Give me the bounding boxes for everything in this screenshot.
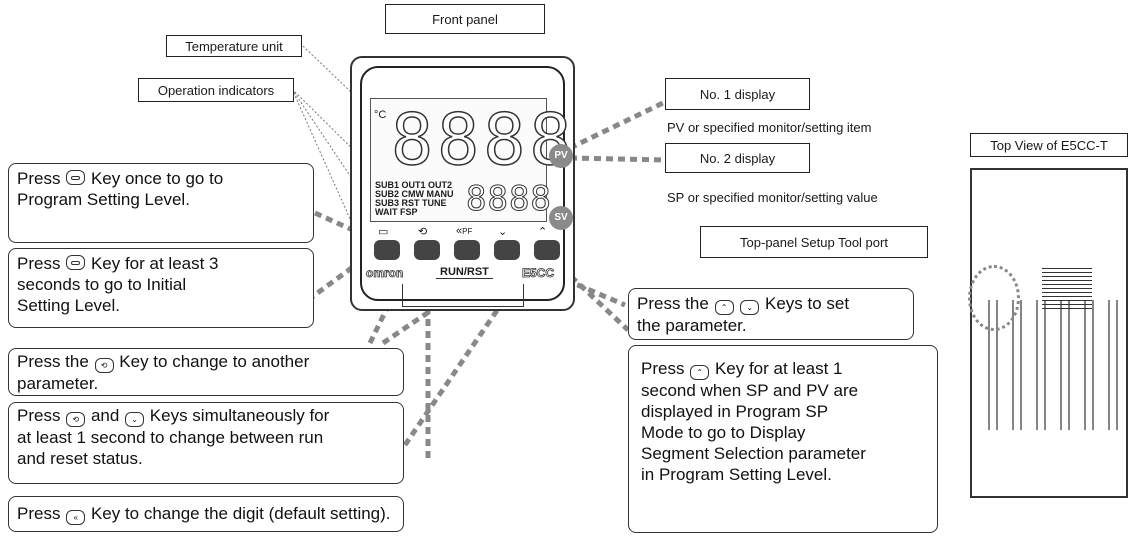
mode-key-icon: ⟲ <box>94 358 114 373</box>
top-view-device <box>968 168 1128 498</box>
level-key-symbol: ▭ <box>378 226 389 238</box>
key-symbols: ▭ ⟲ «PF ⌄ ⌃ <box>378 225 558 239</box>
no1-display-label: No. 1 display <box>665 78 810 110</box>
callout-pf-key: Press « Key to change the digit (default… <box>8 496 404 532</box>
callout-mode-key: Press the ⟲ Key to change to another par… <box>8 348 404 396</box>
mounting-clip <box>402 284 524 307</box>
mode-key[interactable] <box>414 240 440 260</box>
temperature-unit-symbol: °C <box>374 109 387 121</box>
callout-level-key-once: Press Key once to go to Program Setting … <box>8 163 314 243</box>
level-key[interactable] <box>374 240 400 260</box>
model-label: E5CC <box>522 266 555 281</box>
display-window: °C 8888 SUB1 OUT1 OUT2 SUB2 CMW MANU SUB… <box>370 98 572 222</box>
indicator-block: SUB1 OUT1 OUT2 SUB2 CMW MANU SUB3 RST TU… <box>375 181 454 217</box>
pv-badge: PV <box>549 144 573 168</box>
setup-tool-port[interactable] <box>968 265 1020 331</box>
callout-up-down-keys: Press the ⌃ ⌄ Keys to set the parameter. <box>628 288 914 340</box>
down-key-symbol: ⌄ <box>498 226 508 238</box>
up-key-icon: ⌃ <box>690 365 710 380</box>
no1-display-desc: PV or specified monitor/setting item <box>667 120 872 135</box>
mode-key-icon: ⟲ <box>66 412 86 427</box>
indicators-row1: SUB1 OUT1 OUT2 <box>375 180 453 190</box>
pf-key-symbol: «PF <box>456 225 473 237</box>
no2-display-label: No. 2 display <box>665 143 810 173</box>
temperature-unit-label: Temperature unit <box>166 35 302 57</box>
indicators-row2: SUB2 CMW MANU <box>375 189 454 199</box>
run-rst-label: RUN/RST <box>436 266 493 279</box>
level-key-icon <box>66 170 86 185</box>
up-key-symbol: ⌃ <box>538 226 548 238</box>
pf-key-icon: « <box>66 510 86 525</box>
device-front-panel: °C 8888 SUB1 OUT1 OUT2 SUB2 CMW MANU SUB… <box>350 56 575 311</box>
pv-digits: 8888 <box>390 99 576 181</box>
brand-logo: omron <box>366 266 404 281</box>
sv-digits: 8888 <box>466 179 552 219</box>
down-key-icon: ⌄ <box>125 412 145 427</box>
callout-up-key-1s: Press ⌃ Key for at least 1 second when S… <box>628 345 938 533</box>
pf-key[interactable] <box>454 240 480 260</box>
up-key-icon: ⌃ <box>714 300 734 315</box>
top-view-title: Top View of E5CC-T <box>970 133 1128 157</box>
mode-key-symbol: ⟲ <box>418 226 428 238</box>
front-panel-label: Front panel <box>385 4 545 34</box>
callout-run-reset: Press ⟲ and ⌄ Keys simultaneously for at… <box>8 402 404 484</box>
up-key[interactable] <box>534 240 560 260</box>
down-key-icon: ⌄ <box>740 300 760 315</box>
sv-badge: SV <box>549 206 573 230</box>
callout-level-key-3s: Press Key for at least 3 seconds to go t… <box>8 248 314 328</box>
indicators-row3: SUB3 RST TUNE <box>375 198 447 208</box>
down-key[interactable] <box>494 240 520 260</box>
no2-display-desc: SP or specified monitor/setting value <box>667 190 878 205</box>
setup-tool-port-label: Top-panel Setup Tool port <box>700 226 928 258</box>
level-key-icon <box>66 255 86 270</box>
device-bezel <box>360 66 565 301</box>
indicators-row4: WAIT FSP <box>375 207 418 217</box>
operation-indicators-label: Operation indicators <box>138 78 294 102</box>
